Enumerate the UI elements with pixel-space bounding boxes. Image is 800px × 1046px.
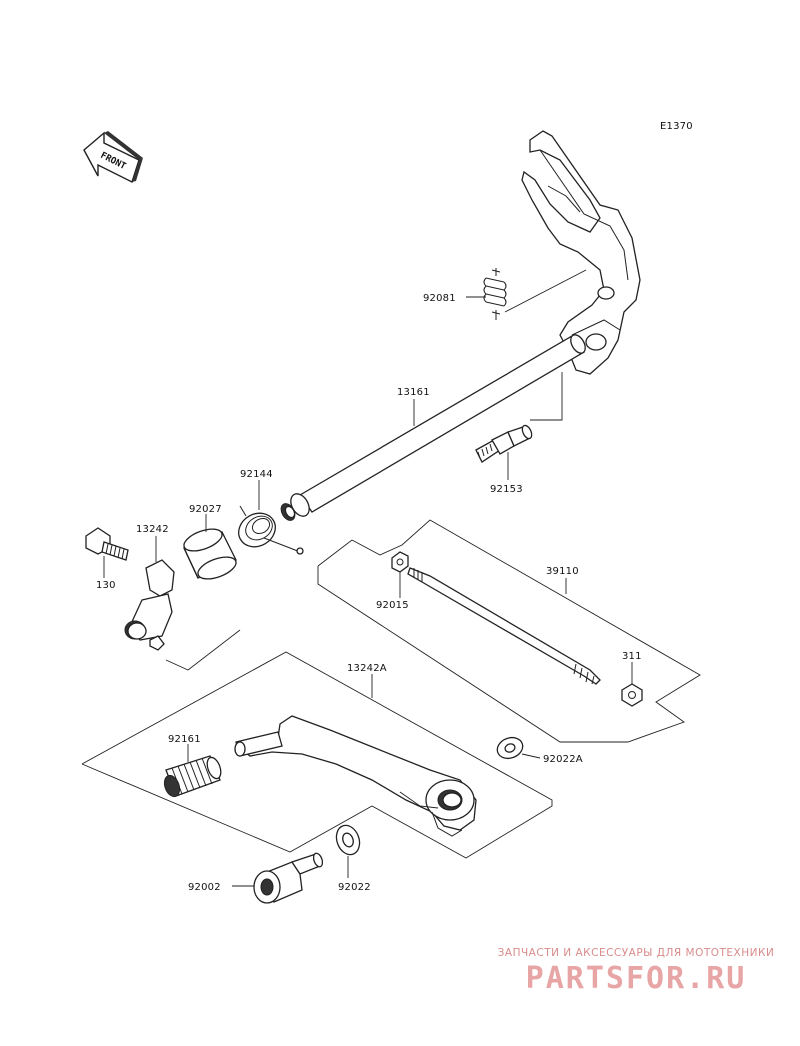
torsion-spring-92144	[238, 505, 304, 555]
svg-text:39110: 39110	[546, 566, 579, 577]
group-outline-tie-rod	[165, 519, 701, 743]
label-92081: 92081	[423, 269, 587, 313]
bolt-92153	[475, 424, 533, 463]
label-13242A: 13242A	[347, 663, 387, 698]
label-39110: 39110	[546, 566, 579, 594]
watermark-tagline: ЗАПЧАСТИ И АКСЕССУАРЫ ДЛЯ МОТОТЕХНИКИ	[497, 947, 775, 959]
svg-text:311: 311	[622, 651, 642, 662]
svg-text:92153: 92153	[490, 484, 523, 495]
label-92027: 92027	[189, 504, 222, 532]
spring-92081	[483, 268, 507, 320]
label-92153: 92153	[490, 372, 563, 495]
shift-arm	[521, 130, 641, 375]
watermark: ЗАПЧАСТИ И АКСЕССУАРЫ ДЛЯ МОТОТЕХНИКИ PA…	[486, 947, 786, 996]
label-13161: 13161	[397, 387, 430, 426]
svg-text:92022A: 92022A	[543, 754, 583, 765]
collar-92027	[183, 528, 237, 580]
label-92022A: 92022A	[521, 753, 583, 765]
svg-text:130: 130	[96, 580, 116, 591]
tie-rod-39110	[407, 567, 601, 685]
nut-311	[621, 683, 643, 707]
shift-shaft	[280, 334, 586, 521]
washer-92022	[335, 824, 361, 856]
label-92022: 92022	[338, 856, 371, 893]
svg-text:92081: 92081	[423, 293, 456, 304]
rubber-92161	[163, 755, 222, 798]
svg-text:92015: 92015	[376, 600, 409, 611]
shift-pedal-13242A	[234, 715, 477, 837]
label-92002: 92002	[188, 882, 254, 893]
group-outline-pedal	[81, 651, 553, 859]
washer-92022A	[496, 736, 524, 760]
label-92015: 92015	[376, 572, 409, 611]
label-92144: 92144	[240, 469, 273, 510]
diagram-code: E1370	[660, 121, 693, 132]
svg-text:13161: 13161	[397, 387, 430, 398]
svg-text:92022: 92022	[338, 882, 371, 893]
svg-text:13242A: 13242A	[347, 663, 387, 674]
svg-text:92144: 92144	[240, 469, 273, 480]
bolt-130	[85, 527, 129, 561]
svg-text:13242: 13242	[136, 524, 169, 535]
nut-92015	[391, 551, 409, 573]
svg-text:92027: 92027	[189, 504, 222, 515]
pivot-bolt-92002	[253, 852, 324, 904]
label-311: 311	[622, 651, 642, 684]
watermark-logo: PARTSFOR.RU	[525, 961, 747, 996]
clamp-13242	[124, 559, 175, 651]
label-13242: 13242	[136, 524, 169, 562]
label-130: 130	[96, 556, 116, 591]
svg-text:92002: 92002	[188, 882, 221, 893]
front-arrow-icon: FRONT	[83, 131, 143, 183]
svg-text:92161: 92161	[168, 734, 201, 745]
label-92161: 92161	[168, 734, 201, 762]
